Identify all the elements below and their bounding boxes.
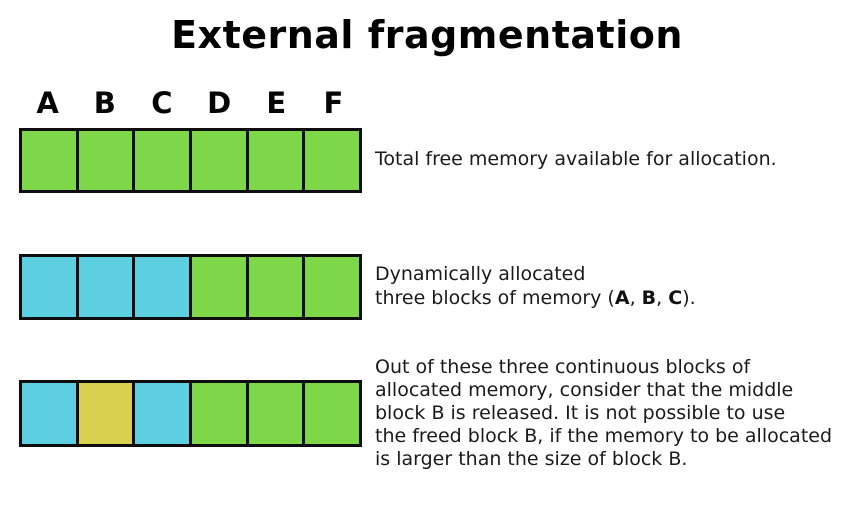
block-name-c: C [668, 286, 683, 309]
memory-row-total-free [19, 128, 362, 193]
memory-row-released [19, 380, 362, 447]
caption-allocated: Dynamically allocated three blocks of me… [375, 263, 853, 310]
column-label-e: E [266, 86, 287, 120]
memory-block-d [189, 383, 246, 444]
caption-line: the freed block B, if the memory to be a… [375, 425, 833, 447]
caption-line: Total free memory available for allocati… [375, 148, 777, 170]
memory-row-allocated [19, 254, 362, 320]
memory-block-f [302, 257, 360, 317]
caption-text: three blocks of memory ( [375, 286, 615, 309]
caption-text: , [656, 286, 669, 309]
memory-block-c [132, 383, 190, 444]
caption-line: block B is released. It is not possible … [375, 402, 786, 424]
caption-line: Out of these three continuous blocks of [375, 356, 751, 378]
memory-block-b [75, 257, 133, 317]
memory-block-e [245, 383, 303, 444]
column-labels: A B C D E F [19, 88, 362, 119]
memory-block-f [302, 383, 360, 444]
memory-block-a [22, 131, 76, 190]
caption-line: three blocks of memory (A, B, C). [375, 287, 853, 311]
caption-line: is larger than the size of block B. [375, 448, 688, 470]
memory-block-c [132, 131, 190, 190]
column-label-a: A [36, 86, 59, 120]
memory-block-a [22, 383, 76, 444]
column-label-c: C [151, 86, 173, 120]
column-label-f: F [323, 86, 344, 120]
memory-block-b [75, 131, 133, 190]
memory-block-d [189, 131, 246, 190]
caption-line: Dynamically allocated [375, 263, 586, 285]
block-name-b: B [641, 286, 657, 309]
memory-block-d [189, 257, 246, 317]
caption-line: allocated memory, consider that the midd… [375, 379, 794, 401]
caption-text: , [629, 286, 642, 309]
memory-block-c [132, 257, 190, 317]
caption-text: ). [682, 286, 696, 309]
block-name-a: A [614, 286, 630, 309]
caption-released: Out of these three continuous blocks of … [375, 356, 853, 471]
memory-block-e [245, 257, 303, 317]
memory-block-f [302, 131, 360, 190]
memory-block-a [22, 257, 76, 317]
memory-block-b [75, 383, 133, 444]
memory-block-e [245, 131, 303, 190]
caption-total-free: Total free memory available for allocati… [375, 148, 853, 172]
page-title: External fragmentation [171, 13, 683, 57]
column-label-d: D [207, 86, 232, 120]
column-label-b: B [93, 86, 116, 120]
